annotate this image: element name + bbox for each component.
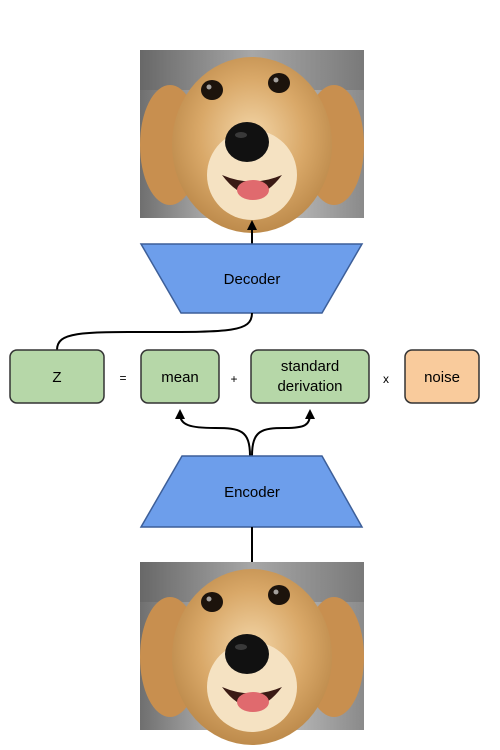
- encoder-to-std-arrow: [251, 409, 315, 457]
- standard-derivation-label-line2: derivation: [277, 378, 342, 395]
- noise-box: [404, 349, 480, 404]
- standard-derivation-label-line1: standard: [281, 358, 339, 375]
- equals-sign: =: [119, 371, 126, 385]
- z-to-decoder-connector: [56, 312, 253, 351]
- z-label: Z: [52, 369, 61, 386]
- plus-sign: +: [230, 372, 237, 386]
- times-sign: x: [383, 372, 389, 386]
- input-image: [140, 562, 364, 745]
- mean-box: [140, 349, 220, 404]
- decoder-label: Decoder: [224, 271, 281, 288]
- noise-label: noise: [424, 369, 460, 386]
- output-image: [140, 50, 364, 233]
- mean-label: mean: [161, 369, 199, 386]
- encoder-label: Encoder: [224, 484, 280, 501]
- standard-derivation-box: [250, 349, 370, 404]
- encoder-block: [139, 455, 364, 528]
- decoder-block: [139, 243, 364, 314]
- encoder-to-mean-arrow: [175, 409, 251, 457]
- z-box: [9, 349, 105, 404]
